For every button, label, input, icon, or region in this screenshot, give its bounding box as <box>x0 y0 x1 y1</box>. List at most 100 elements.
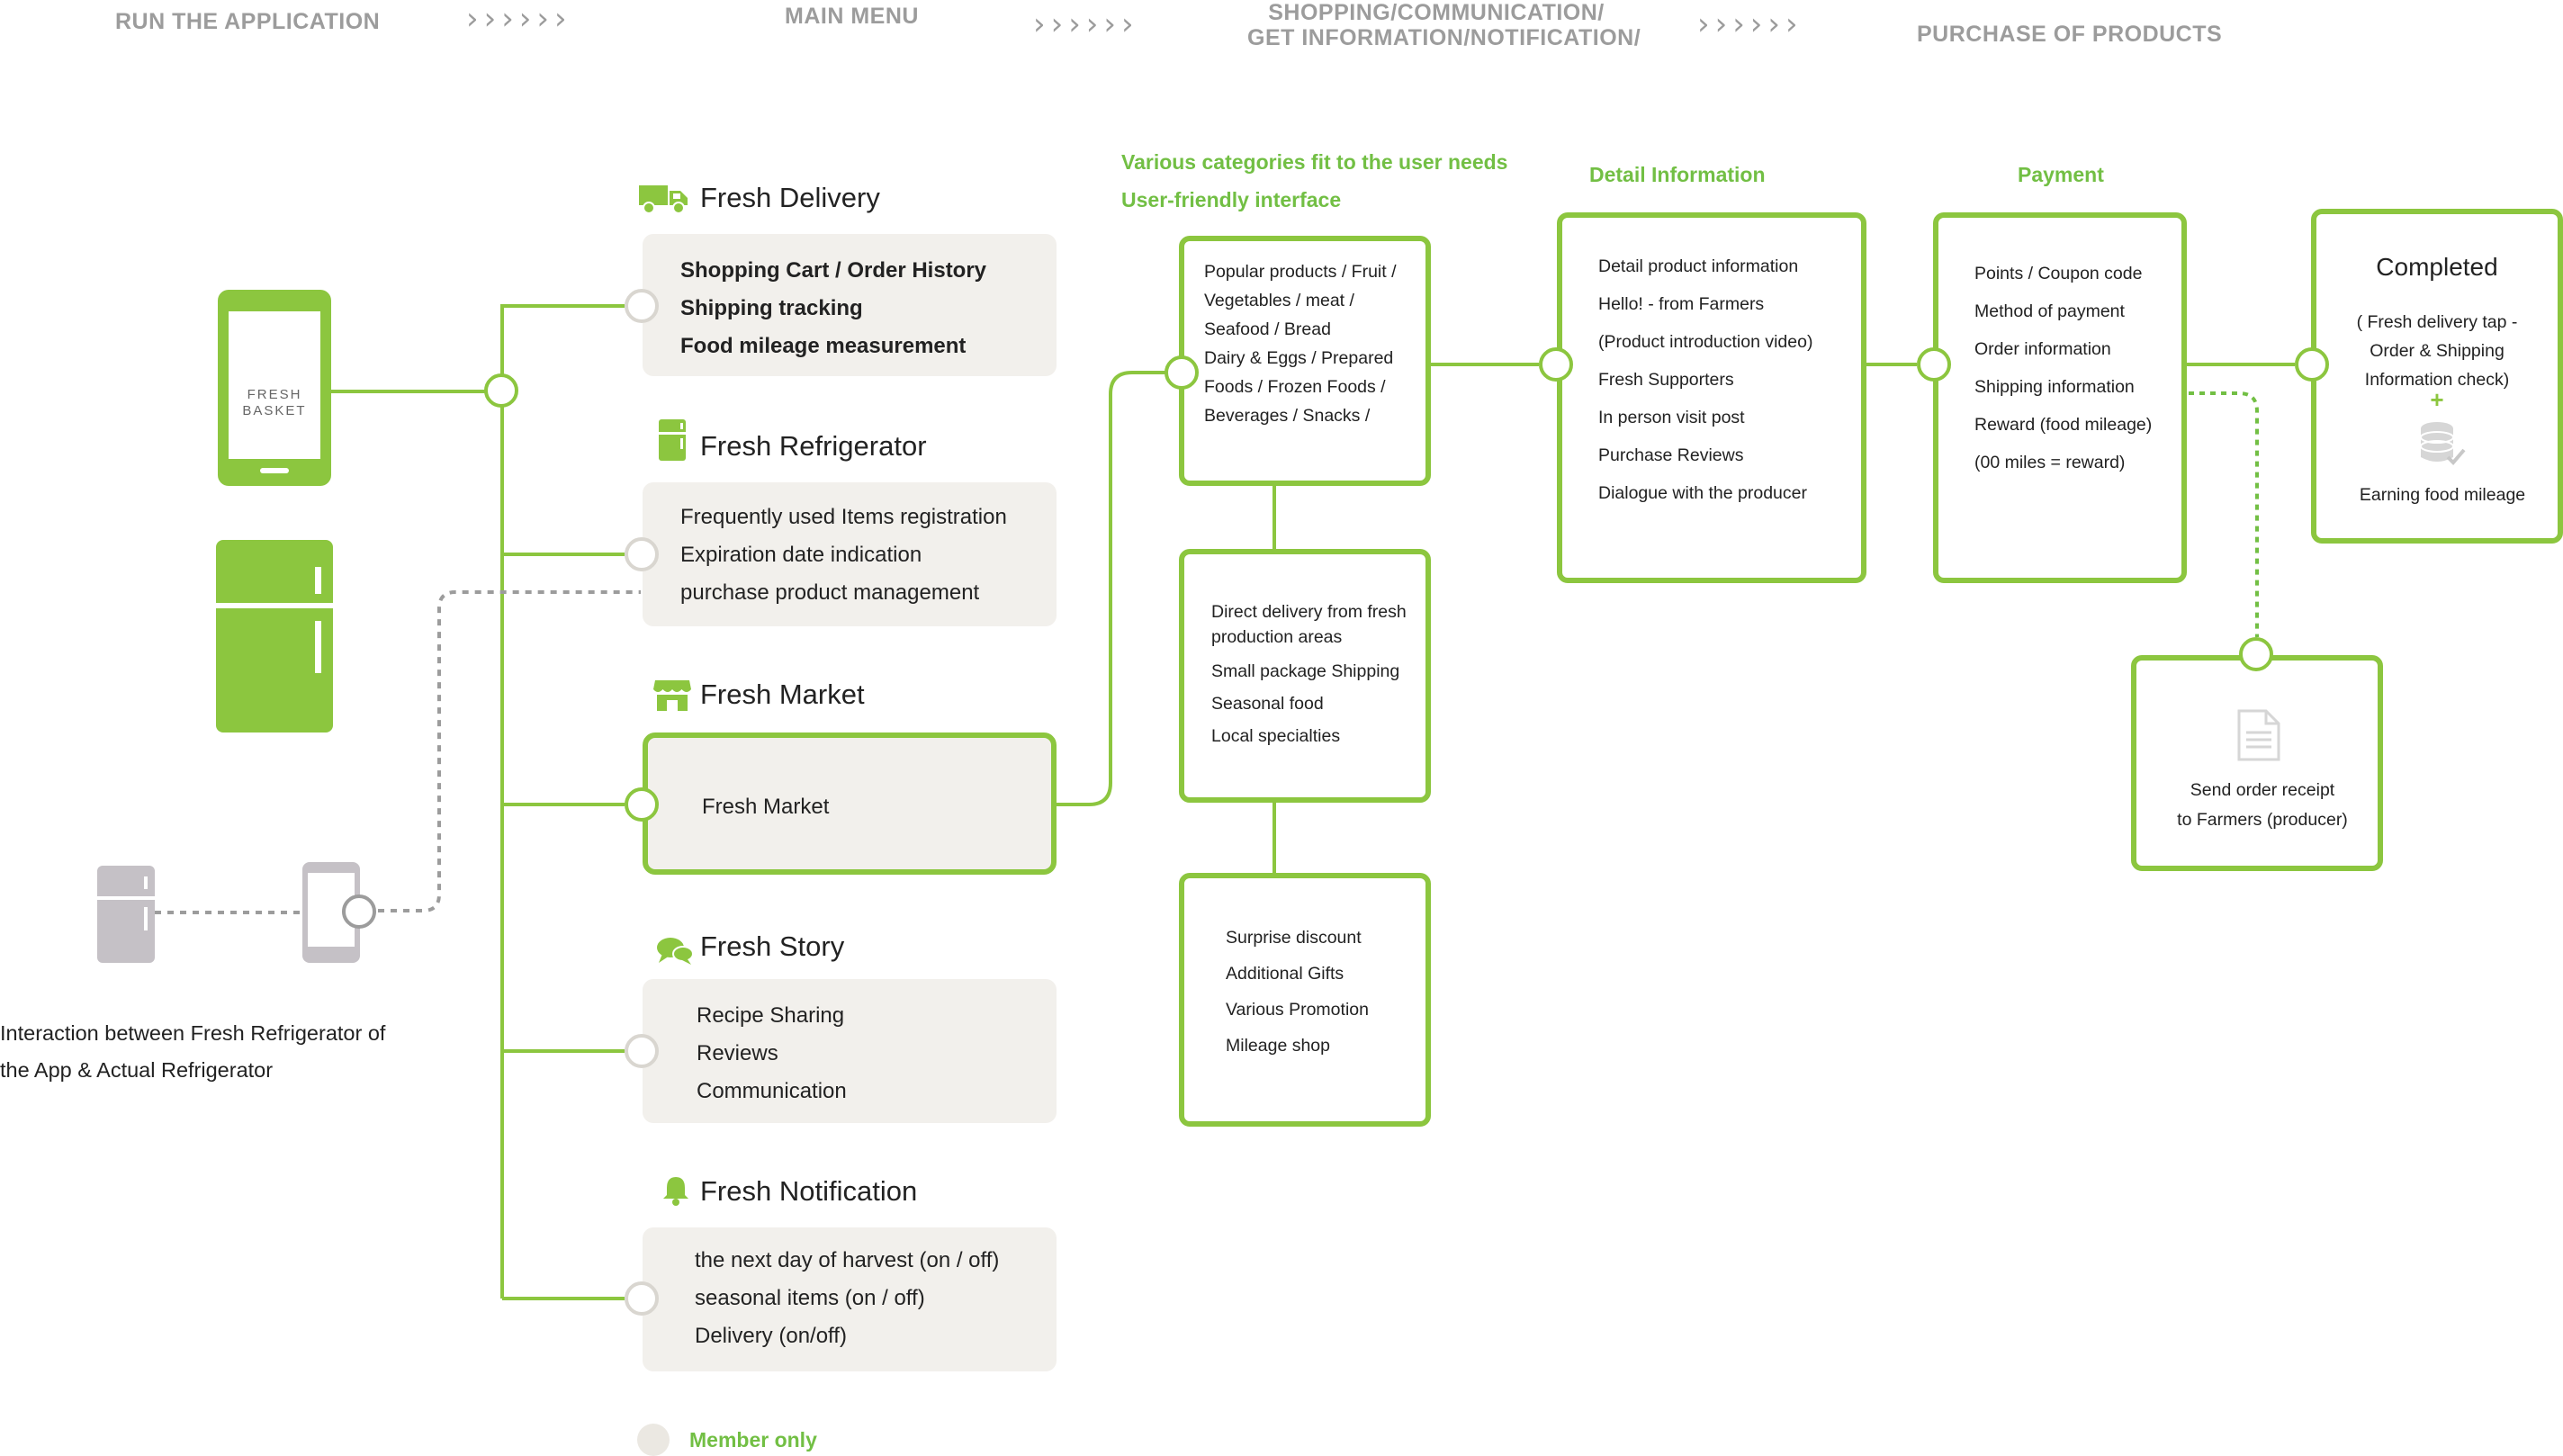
phase-main-menu: MAIN MENU <box>785 4 919 29</box>
direct-delivery-item: Small package Shipping <box>1211 661 1400 681</box>
fresh-story-item: Communication <box>697 1079 847 1103</box>
fresh-market-title: Fresh Market <box>700 679 865 710</box>
completed-box[interactable]: Completed ( Fresh delivery tap - Order &… <box>2311 209 2563 544</box>
detail-info-item: In person visit post <box>1598 408 1745 427</box>
receipt-text-line2: to Farmers (producer) <box>2177 810 2348 830</box>
fresh-notification-item: seasonal items (on / off) <box>695 1286 925 1310</box>
fresh-delivery-title: Fresh Delivery <box>700 182 880 213</box>
completed-detail: ( Fresh delivery tap - Order & Shipping … <box>2316 308 2558 394</box>
fresh-notification-title: Fresh Notification <box>700 1175 918 1207</box>
categories-item: Dairy & Eggs / Prepared <box>1204 348 1394 368</box>
phone-home-bar <box>260 468 289 473</box>
fresh-notification-item: the next day of harvest (on / off) <box>695 1248 1000 1272</box>
phase-arrows-2: ›››››› <box>1033 6 1139 42</box>
fresh-market-node <box>625 787 659 822</box>
detail-info-item: Dialogue with the producer <box>1598 483 1807 503</box>
completed-detail-line3: Information check) <box>2364 370 2510 390</box>
receipt-box[interactable]: Send order receipt to Farmers (producer) <box>2131 655 2383 871</box>
categories-item: Beverages / Snacks / <box>1204 406 1371 426</box>
interaction-caption-line1: Interaction between Fresh Refrigerator o… <box>0 1021 386 1045</box>
fresh-delivery-item: Shopping Cart / Order History <box>680 258 987 283</box>
phase-run-application: RUN THE APPLICATION <box>115 9 381 34</box>
fresh-notification-item: Delivery (on/off) <box>695 1324 847 1348</box>
document-icon <box>2237 709 2280 761</box>
detail-info-item: Fresh Supporters <box>1598 370 1734 390</box>
detail-info-node <box>1539 347 1573 382</box>
phase-shopping: SHOPPING/COMMUNICATION/ GET INFORMATION/… <box>1247 0 1641 50</box>
promotion-item: Mileage shop <box>1226 1036 1330 1056</box>
payment-item: Shipping information <box>1974 377 2135 397</box>
chat-bubbles-icon <box>657 938 693 965</box>
categories-node <box>1165 355 1199 390</box>
fresh-refrigerator-node <box>625 537 659 571</box>
detail-info-item: Hello! - from Farmers <box>1598 294 1765 314</box>
phase-shopping-line1: SHOPPING/COMMUNICATION/ <box>1268 0 1605 25</box>
earning-mileage-label: Earning food mileage <box>2359 485 2526 505</box>
fresh-story-item: Reviews <box>697 1041 778 1065</box>
fresh-delivery-box[interactable]: Shopping Cart / Order History Shipping t… <box>643 234 1057 376</box>
detail-info-box[interactable]: Detail product information Hello! - from… <box>1557 212 1866 583</box>
store-icon <box>653 680 691 711</box>
main-menu-node <box>484 373 518 408</box>
refrigerator-handle-bottom <box>315 621 321 673</box>
actual-refrigerator-icon <box>97 866 155 963</box>
phone-device: FRESH BASKET <box>218 290 331 486</box>
categories-item: Popular products / Fruit / <box>1204 262 1397 282</box>
interaction-caption: Interaction between Fresh Refrigerator o… <box>0 1015 385 1089</box>
payment-box[interactable]: Points / Coupon code Method of payment O… <box>1933 212 2187 583</box>
fresh-refrigerator-item: Frequently used Items registration <box>680 505 1007 529</box>
promotion-box[interactable]: Surprise discount Additional Gifts Vario… <box>1179 873 1431 1127</box>
categories-item: Vegetables / meat / <box>1204 291 1354 310</box>
categories-item: Seafood / Bread <box>1204 319 1331 339</box>
member-only-label: Member only <box>689 1428 817 1452</box>
completed-title: Completed <box>2376 253 2498 281</box>
fresh-refrigerator-box[interactable]: Frequently used Items registration Expir… <box>643 482 1057 626</box>
fresh-delivery-node <box>625 289 659 323</box>
fresh-refrigerator-title: Fresh Refrigerator <box>700 430 927 462</box>
receipt-text: Send order receipt to Farmers (producer) <box>2136 776 2388 835</box>
direct-delivery-item: Local specialties <box>1211 726 1341 746</box>
fresh-story-item: Recipe Sharing <box>697 1003 845 1028</box>
refrigerator-icon <box>659 419 686 461</box>
phase-purchase: PURCHASE OF PRODUCTS <box>1917 22 2223 47</box>
payment-item: Order information <box>1974 339 2111 359</box>
refrigerator-device <box>216 540 333 732</box>
plus-sign: + <box>2430 386 2444 413</box>
payment-label: Payment <box>2018 163 2104 186</box>
fresh-delivery-item: Shipping tracking <box>680 296 863 320</box>
actual-refrigerator-divider <box>97 896 155 900</box>
phone-screen: FRESH BASKET <box>229 311 320 459</box>
fresh-story-title: Fresh Story <box>700 930 845 962</box>
fresh-story-node <box>625 1034 659 1068</box>
phone-label: FRESH BASKET <box>229 387 320 419</box>
refrigerator-handle-top <box>315 567 321 594</box>
completed-detail-line2: Order & Shipping <box>2370 341 2505 361</box>
receipt-text-line1: Send order receipt <box>2190 780 2335 800</box>
categories-note-line2: User-friendly interface <box>1121 188 1342 211</box>
fresh-delivery-item: Food mileage measurement <box>680 334 967 358</box>
payment-item: Reward (food mileage) <box>1974 415 2153 435</box>
fresh-notification-box[interactable]: the next day of harvest (on / off) seaso… <box>643 1227 1057 1371</box>
fresh-market-box[interactable]: Fresh Market <box>643 732 1057 875</box>
completed-node <box>2295 347 2329 382</box>
phase-shopping-line2: GET INFORMATION/NOTIFICATION/ <box>1247 25 1641 50</box>
promotion-item: Additional Gifts <box>1226 964 1344 984</box>
fresh-market-item: Fresh Market <box>702 795 830 819</box>
completed-detail-line1: ( Fresh delivery tap - <box>2356 312 2518 332</box>
actual-refrigerator-handle-bottom <box>144 907 148 930</box>
direct-delivery-box[interactable]: Direct delivery from fresh production ar… <box>1179 549 1431 803</box>
actual-refrigerator-handle-top <box>144 876 148 889</box>
categories-box[interactable]: Popular products / Fruit / Vegetables / … <box>1179 236 1431 486</box>
fresh-story-box[interactable]: Recipe Sharing Reviews Communication <box>643 979 1057 1123</box>
detail-info-item: Detail product information <box>1598 256 1799 276</box>
promotion-item: Various Promotion <box>1226 1000 1369 1020</box>
fresh-notification-node <box>625 1281 659 1316</box>
phone-label-line2: BASKET <box>242 403 307 418</box>
direct-delivery-item: Direct delivery from fresh <box>1211 602 1407 622</box>
phone-label-line1: FRESH <box>247 387 302 402</box>
bell-icon <box>663 1177 688 1206</box>
phase-arrows-1: ›››››› <box>466 1 572 37</box>
detail-info-item: (Product introduction video) <box>1598 332 1813 352</box>
truck-icon <box>639 185 688 214</box>
